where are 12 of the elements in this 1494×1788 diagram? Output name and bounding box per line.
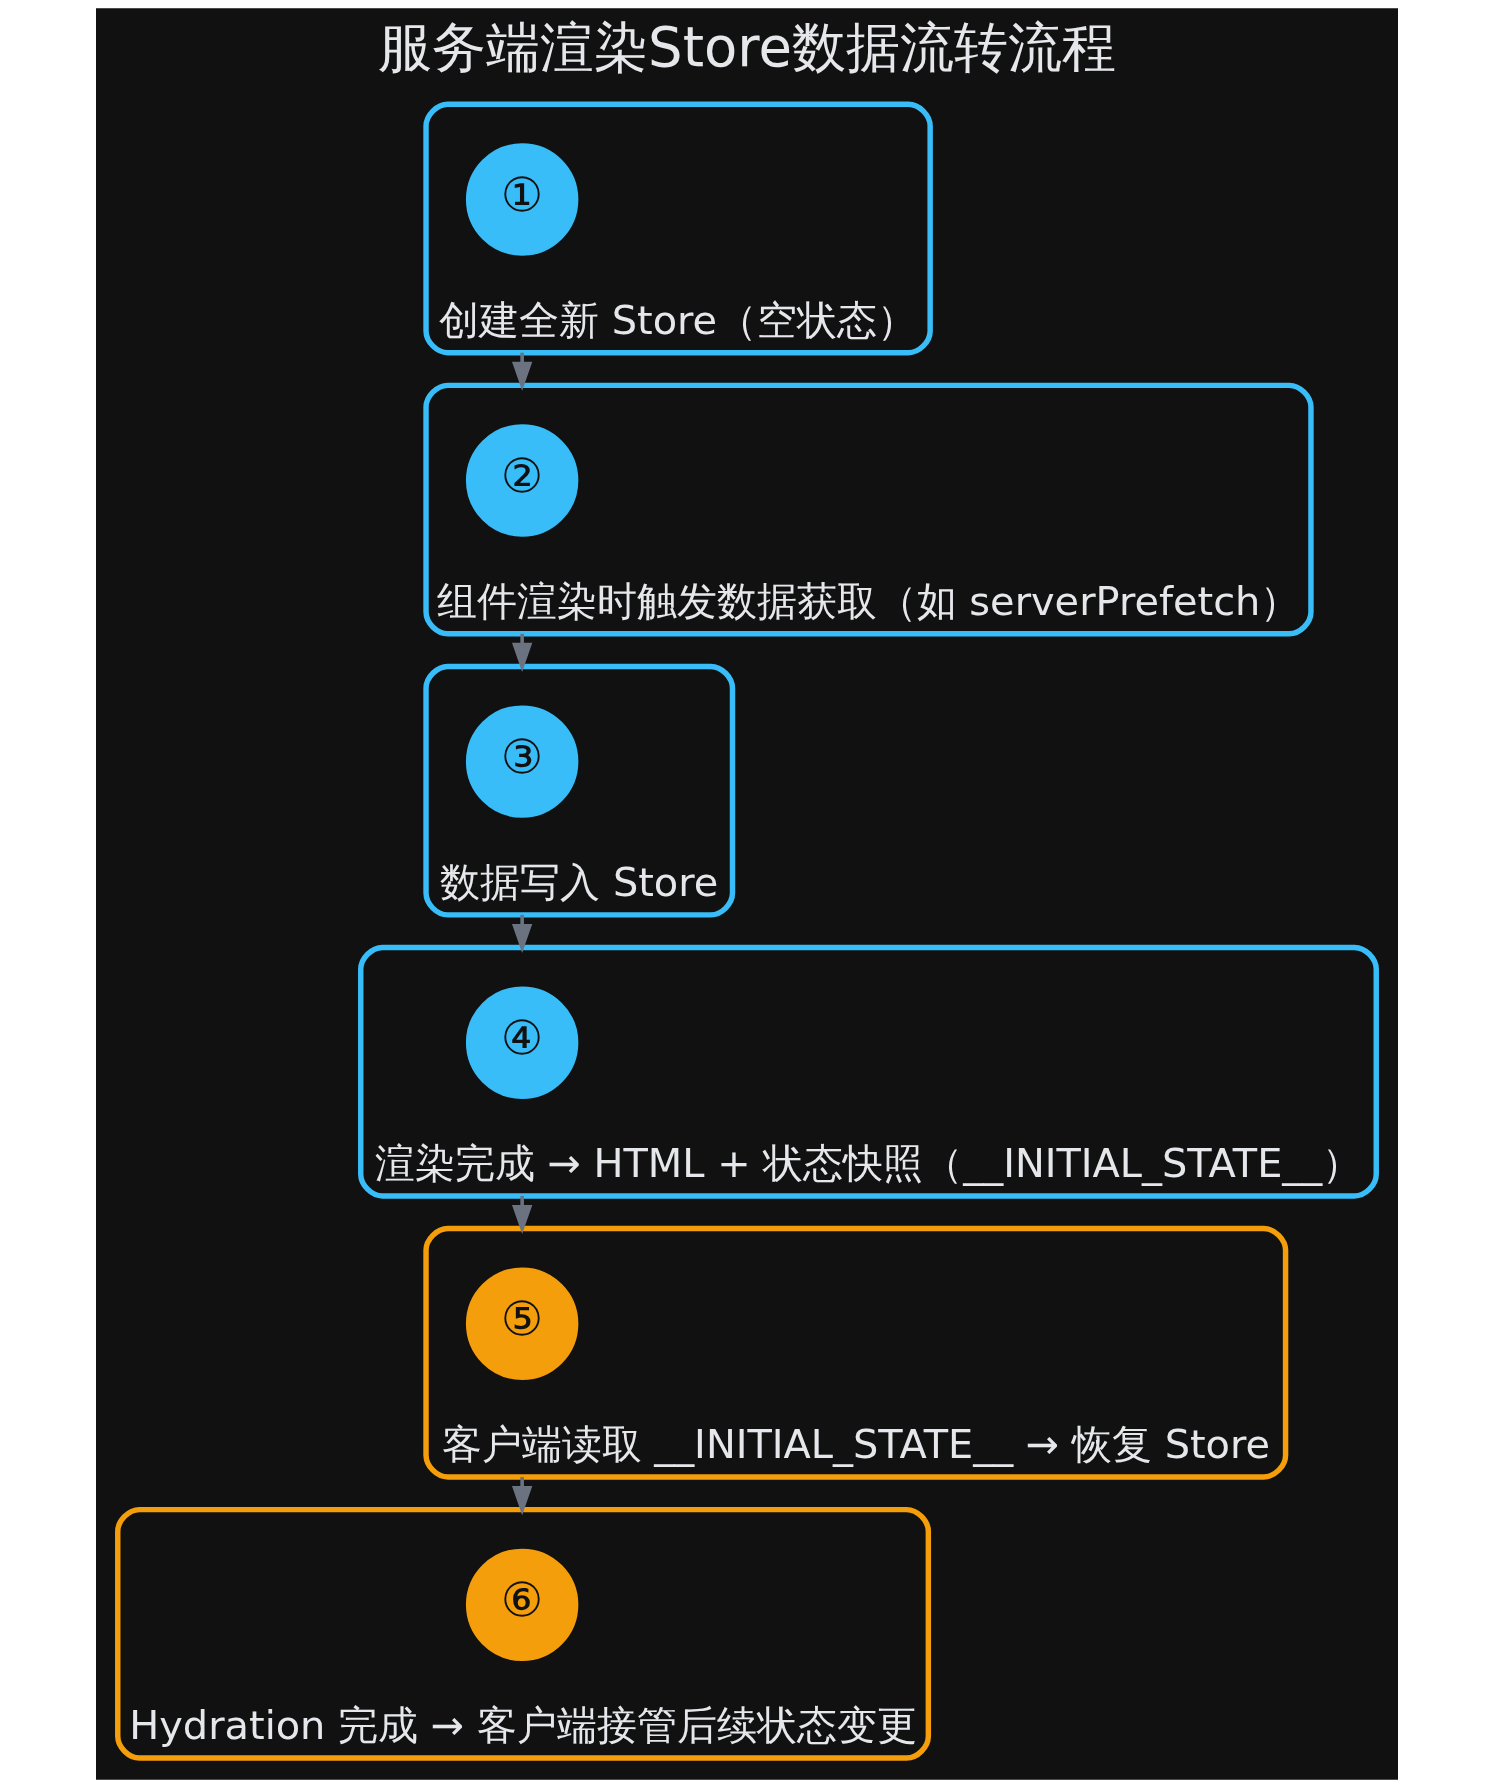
node-circle: ③ <box>465 705 579 818</box>
arrow <box>511 1195 533 1235</box>
arrow <box>511 633 533 672</box>
node-circle: ⑥ <box>465 1548 579 1662</box>
arrow <box>511 914 533 953</box>
node-circle: ① <box>465 143 579 256</box>
node-circle: ② <box>465 424 579 537</box>
diagram-title: 服务端渲染Store数据流转流程 <box>378 16 1116 80</box>
arrow <box>511 352 533 391</box>
node-circle: ④ <box>465 986 579 1099</box>
node-circle: ⑤ <box>465 1267 579 1380</box>
arrow <box>511 1477 533 1516</box>
